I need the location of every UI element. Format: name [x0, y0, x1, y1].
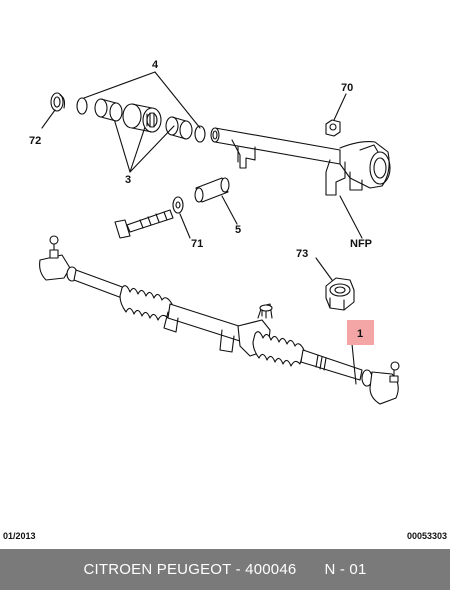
nut-73: [315, 257, 355, 311]
label-part-3: 3: [125, 174, 131, 186]
nut-70: [325, 93, 347, 137]
steering-rack-assembly: [39, 235, 400, 405]
label-part-73: 73: [296, 248, 308, 260]
title-text: CITROEN PEUGEOT - 400046: [83, 561, 297, 578]
label-part-72: 72: [29, 135, 41, 147]
bush-left: [94, 98, 123, 122]
label-part-1: 1: [357, 328, 363, 340]
label-part-5: 5: [235, 224, 241, 236]
page-number: N - 01: [324, 561, 367, 578]
bolt-71: [114, 196, 191, 239]
seal-ring-72: [50, 92, 66, 112]
footer-date: 01/2013: [3, 531, 36, 541]
washer-right: [194, 125, 206, 143]
bush-right: [165, 116, 193, 140]
needle-bearing: [122, 103, 162, 133]
title-bar: CITROEN PEUGEOT - 400046 N - 01: [0, 549, 450, 590]
rack-housing: [210, 127, 391, 196]
part-1-highlight: [347, 320, 374, 345]
label-part-4: 4: [152, 59, 159, 71]
footer-ref: 00053303: [406, 531, 447, 541]
spacer-5: [194, 177, 238, 225]
label-part-nfp: NFP: [350, 238, 372, 250]
washer-left: [76, 97, 88, 115]
label-part-70: 70: [341, 82, 353, 94]
label-part-71: 71: [191, 238, 203, 250]
